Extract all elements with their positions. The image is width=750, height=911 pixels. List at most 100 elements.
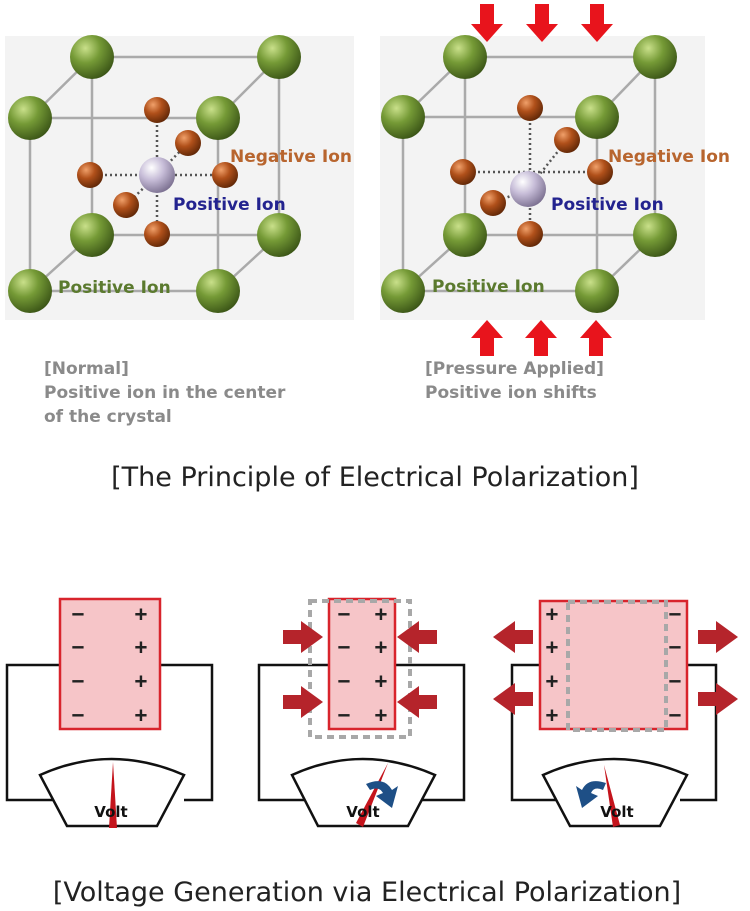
- plus-sign: +: [546, 703, 559, 727]
- negative-ion: [517, 221, 543, 247]
- minus-sign: −: [338, 635, 351, 659]
- corner-ion: [575, 95, 619, 139]
- crystal-plate: [327, 597, 397, 731]
- negative-ion: [480, 190, 506, 216]
- corner-ion: [443, 213, 487, 257]
- left-arrow: [493, 683, 533, 715]
- plus-sign: +: [375, 602, 388, 626]
- left-arrow: [397, 686, 437, 718]
- meter-needle: [604, 765, 620, 827]
- down-arrow: [581, 4, 613, 42]
- up-arrow: [471, 320, 503, 356]
- original-size-outline: [308, 599, 412, 739]
- negative-ion: [144, 221, 170, 247]
- voltage-title: [Voltage Generation via Electrical Polar…: [53, 877, 681, 908]
- meter-label: Volt: [94, 803, 127, 821]
- deflection-arrow: [576, 781, 606, 808]
- circuit-wire: [257, 663, 466, 802]
- center-positive-ion: [139, 157, 175, 193]
- negative-ion: [587, 159, 613, 185]
- center-ion-label: Positive Ion: [173, 195, 286, 215]
- up-arrow: [525, 320, 557, 356]
- corner-ion: [381, 95, 425, 139]
- caption-line: of the crystal: [44, 407, 172, 427]
- corner-ion: [443, 35, 487, 79]
- plus-sign: +: [546, 635, 559, 659]
- minus-sign: −: [338, 669, 351, 693]
- corner-ion-label: Positive Ion: [58, 278, 171, 298]
- minus-sign: −: [72, 635, 85, 659]
- circuit-compressed: − − − − + + + + Volt: [257, 597, 466, 828]
- pressure-arrows-bottom: [471, 320, 612, 356]
- meter-label: Volt: [600, 803, 633, 821]
- plus-sign: +: [135, 602, 148, 626]
- volt-meter: [541, 757, 689, 828]
- right-arrow: [698, 621, 738, 653]
- original-size-outline: [566, 600, 668, 732]
- negative-ion: [175, 130, 201, 156]
- corner-ion: [381, 269, 425, 313]
- compression-arrows: [283, 621, 437, 718]
- corner-ion: [575, 269, 619, 313]
- corner-ion: [70, 213, 114, 257]
- caption-line: [Pressure Applied]: [425, 359, 604, 379]
- plus-sign: +: [375, 669, 388, 693]
- right-arrow: [283, 621, 323, 653]
- left-arrow: [493, 621, 533, 653]
- negative-ion: [144, 97, 170, 123]
- corner-ion: [70, 35, 114, 79]
- corner-ion: [8, 96, 52, 140]
- center-ion-label: Positive Ion: [551, 195, 664, 215]
- right-arrow: [698, 683, 738, 715]
- corner-ion: [257, 213, 301, 257]
- negative-ion: [517, 95, 543, 121]
- left-arrow: [397, 621, 437, 653]
- corner-ion: [257, 35, 301, 79]
- tension-arrows: [493, 621, 738, 715]
- meter-needle: [356, 763, 388, 827]
- corner-ion: [8, 269, 52, 313]
- center-positive-ion: [510, 171, 546, 207]
- pressure-arrows-top: [471, 4, 613, 42]
- plus-sign: +: [135, 703, 148, 727]
- minus-sign: −: [72, 602, 85, 626]
- circuit-wire: [5, 663, 214, 802]
- negative-ion-label: Negative Ion: [230, 147, 352, 167]
- plus-sign: +: [135, 669, 148, 693]
- minus-sign: −: [338, 602, 351, 626]
- negative-ion: [77, 162, 103, 188]
- crystal-background: [5, 36, 354, 320]
- crystal-plate: [538, 599, 689, 731]
- minus-sign: −: [669, 635, 682, 659]
- circuit-normal: − − − − + + + + Volt: [5, 597, 214, 828]
- right-arrow: [283, 686, 323, 718]
- minus-sign: −: [669, 602, 682, 626]
- corner-ion: [633, 213, 677, 257]
- plus-sign: +: [375, 635, 388, 659]
- plus-sign: +: [546, 669, 559, 693]
- caption-line: Positive ion in the center: [44, 383, 286, 403]
- negative-ion: [554, 127, 580, 153]
- plus-sign: +: [375, 703, 388, 727]
- corner-ion: [196, 269, 240, 313]
- plus-sign: +: [135, 635, 148, 659]
- minus-sign: −: [669, 703, 682, 727]
- cube-edges: [401, 55, 657, 293]
- crystal-normal: Negative Ion Positive Ion Positive Ion […: [5, 35, 354, 427]
- up-arrow: [580, 320, 612, 356]
- down-arrow: [471, 4, 503, 42]
- principle-title: [The Principle of Electrical Polarizatio…: [111, 462, 639, 493]
- corner-ion-label: Positive Ion: [432, 277, 545, 297]
- crystal-pressure: Negative Ion Positive Ion Positive Ion […: [380, 4, 730, 403]
- minus-sign: −: [72, 703, 85, 727]
- circuit-wire: [510, 663, 718, 802]
- down-arrow: [526, 4, 558, 42]
- crystal-plate: [58, 597, 162, 731]
- corner-ion: [196, 96, 240, 140]
- caption-line: [Normal]: [44, 359, 129, 379]
- deflection-arrow: [366, 781, 398, 808]
- meter-label: Volt: [346, 803, 379, 821]
- negative-ion: [450, 159, 476, 185]
- negative-ion: [113, 192, 139, 218]
